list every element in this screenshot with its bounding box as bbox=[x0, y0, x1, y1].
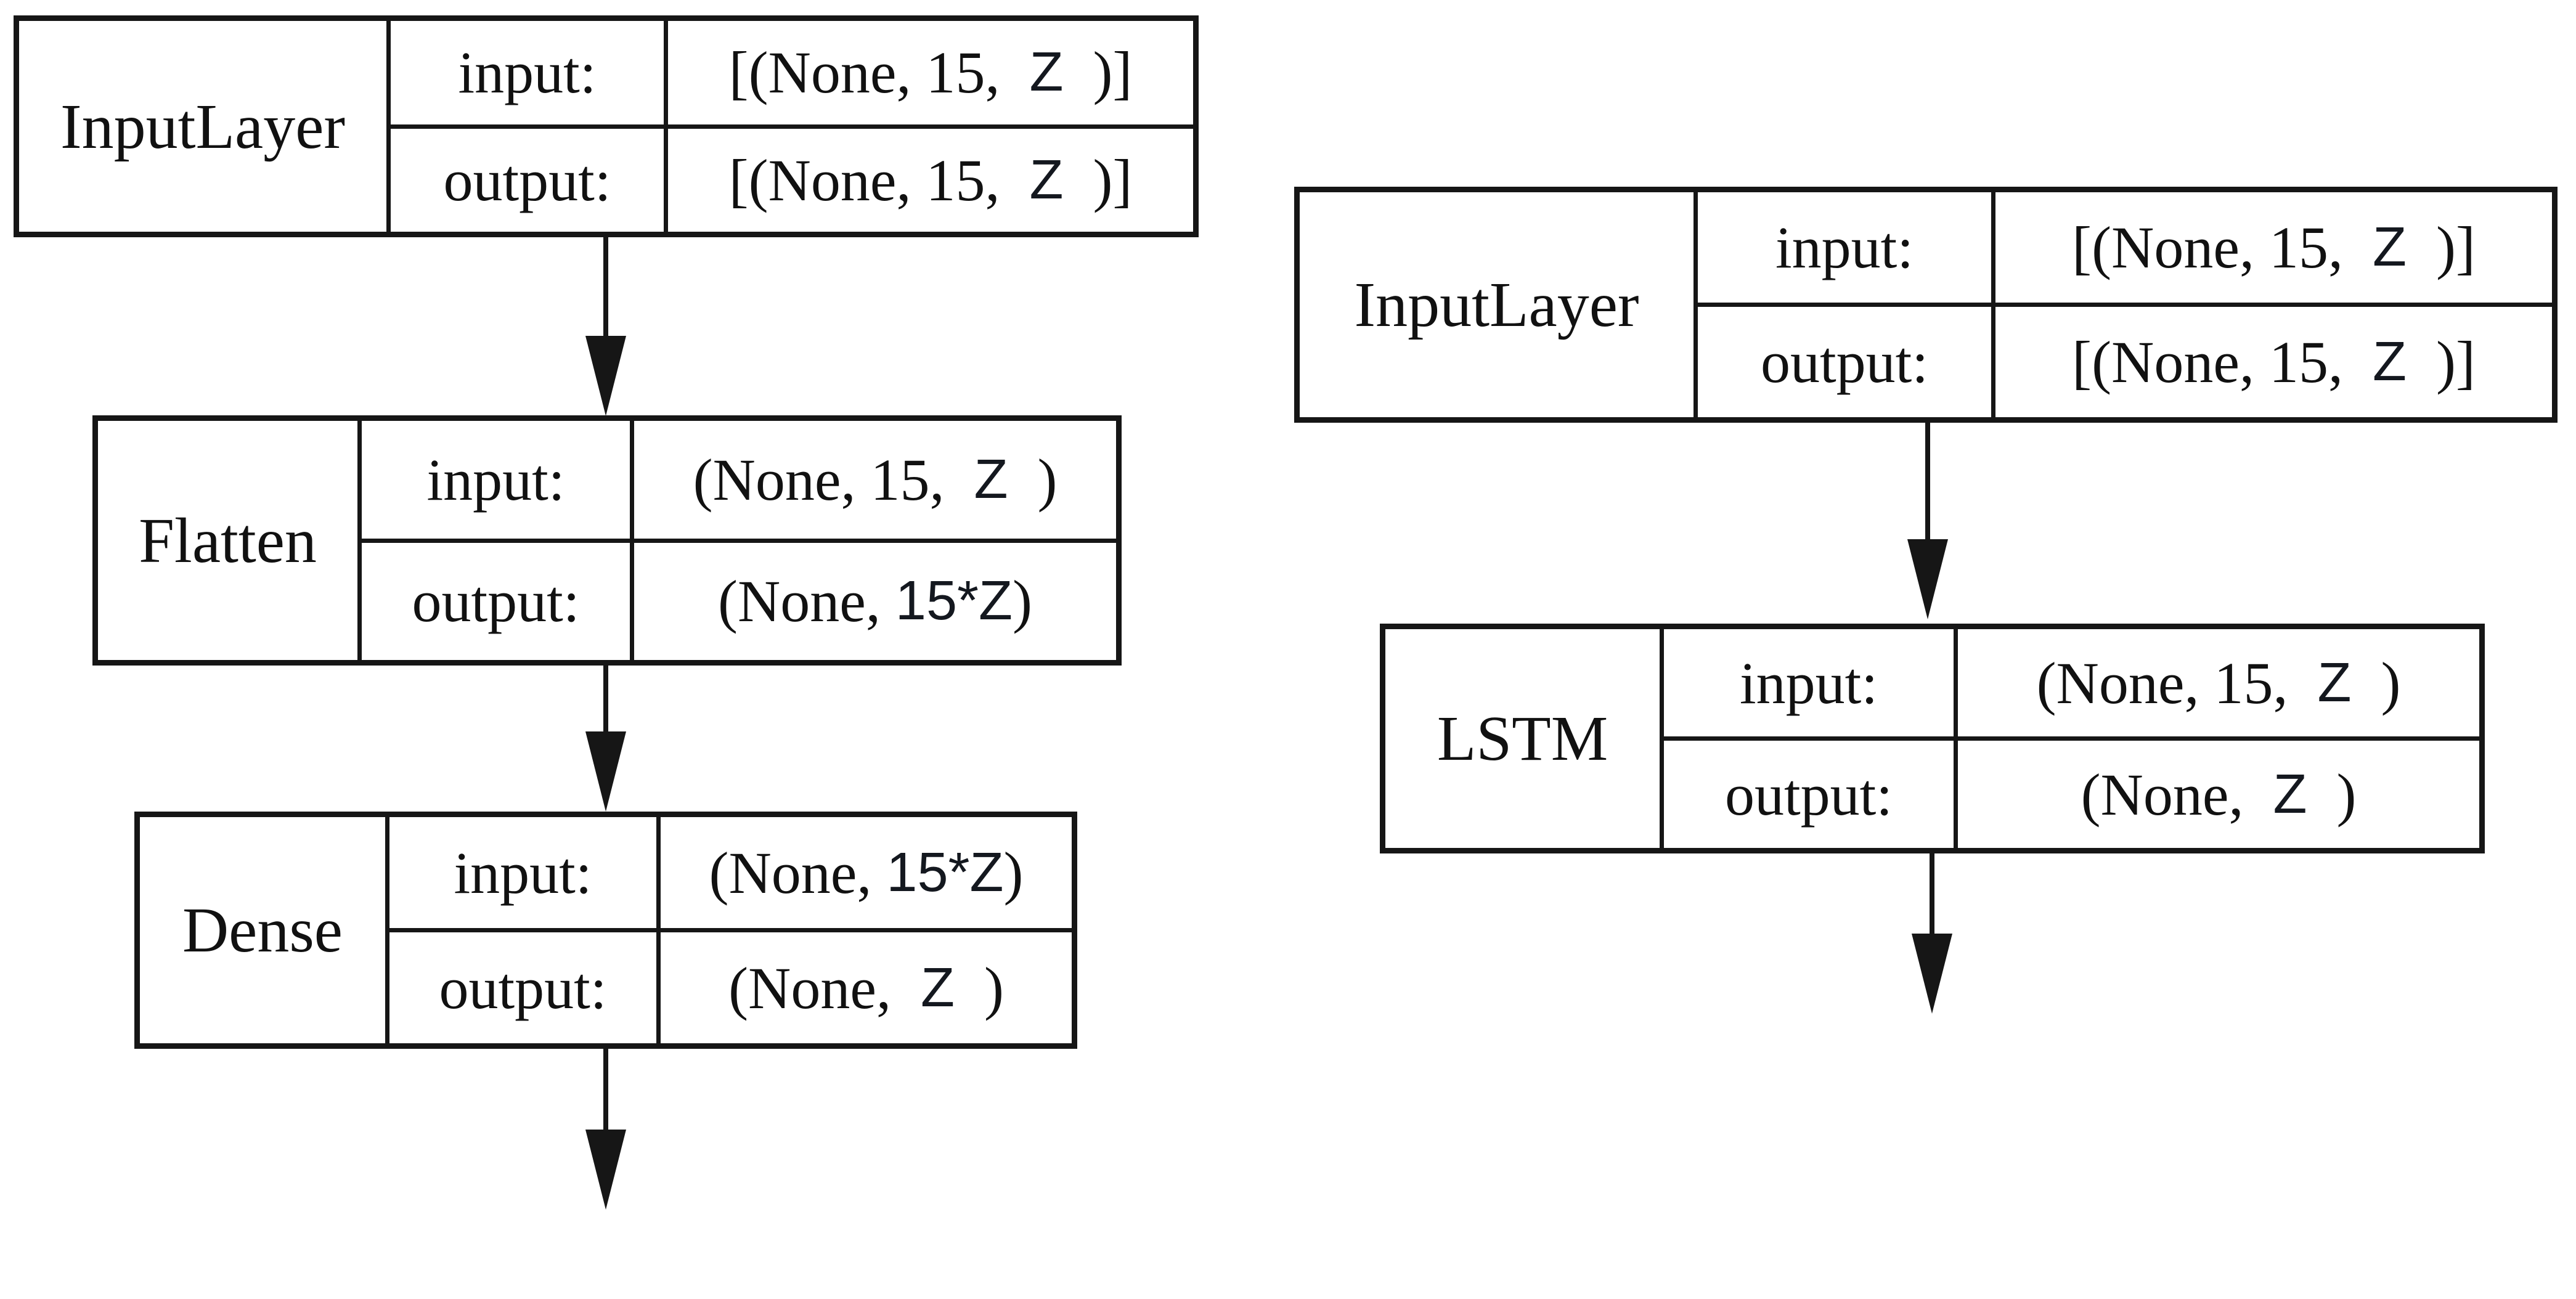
layer-name: Dense bbox=[182, 895, 343, 966]
input-shape: [(None, 15, Z )] bbox=[1995, 192, 2552, 303]
layer-box-b-inputlayer: InputLayer input: output: [(None, 15, Z … bbox=[1294, 187, 2558, 423]
shape-variable: 15*Z bbox=[895, 570, 1013, 632]
layer-name: InputLayer bbox=[60, 91, 345, 162]
arrow-head-icon bbox=[1912, 934, 1952, 1014]
layer-name-cell: InputLayer bbox=[19, 21, 391, 232]
shape-variable: Z bbox=[2372, 216, 2407, 278]
layer-name-cell: Dense bbox=[140, 817, 389, 1043]
shape-column: (None, 15*Z) (None, Z ) bbox=[661, 817, 1072, 1043]
layer-name: InputLayer bbox=[1354, 269, 1639, 340]
arrow-shaft bbox=[603, 1049, 608, 1130]
output-shape: [(None, 15, Z )] bbox=[668, 124, 1193, 232]
layer-name: LSTM bbox=[1437, 703, 1608, 774]
arrow-head-icon bbox=[585, 731, 626, 812]
shape-variable: Z bbox=[1029, 41, 1064, 104]
input-shape: (None, 15, Z ) bbox=[634, 421, 1116, 539]
shape-column: [(None, 15, Z )] [(None, 15, Z )] bbox=[668, 21, 1193, 232]
output-shape: (None, Z ) bbox=[1958, 736, 2479, 848]
shape-prefix: (None, bbox=[709, 839, 887, 906]
arrow-head-icon bbox=[585, 1130, 626, 1210]
shape-suffix: ) bbox=[2351, 650, 2401, 716]
layer-name-cell: InputLayer bbox=[1300, 192, 1698, 417]
shape-variable: Z bbox=[974, 448, 1008, 510]
layer-name-cell: LSTM bbox=[1385, 629, 1664, 848]
input-label: input: bbox=[1739, 650, 1878, 716]
output-label: output: bbox=[391, 124, 664, 232]
shape-suffix: ) bbox=[2307, 761, 2357, 828]
shape-prefix: (None, bbox=[728, 955, 921, 1021]
arrow-head-icon bbox=[1907, 539, 1948, 619]
subfigure-label-a: (a) bbox=[534, 1232, 683, 1299]
shape-variable: Z bbox=[1029, 149, 1064, 211]
layer-box-b-lstm: LSTM input: output: (None, 15, Z ) (None… bbox=[1380, 624, 2485, 853]
arrow-down-a-1 bbox=[585, 237, 626, 416]
shape-variable: Z bbox=[920, 956, 955, 1019]
arrow-shaft bbox=[1925, 423, 1930, 539]
output-label: output: bbox=[1664, 736, 1954, 848]
shape-prefix: [(None, 15, bbox=[2072, 329, 2373, 395]
subfigure-label-b: (b) bbox=[1856, 1232, 2009, 1299]
arrow-down-b-2 bbox=[1912, 853, 1952, 1014]
shape-suffix: )] bbox=[1063, 147, 1133, 213]
shape-suffix: )] bbox=[1063, 39, 1133, 106]
arrow-shaft bbox=[603, 237, 608, 336]
arrow-shaft bbox=[1930, 853, 1934, 934]
shape-suffix: ) bbox=[1008, 446, 1058, 513]
shape-column: (None, 15, Z ) (None, 15*Z) bbox=[634, 421, 1116, 660]
shape-variable: 15*Z bbox=[886, 841, 1004, 903]
shape-prefix: [(None, 15, bbox=[728, 147, 1030, 213]
shape-prefix: (None, bbox=[718, 568, 895, 635]
shape-suffix: )] bbox=[2406, 329, 2476, 395]
shape-suffix: )] bbox=[2406, 214, 2476, 280]
arrow-down-a-3 bbox=[585, 1049, 626, 1210]
shape-prefix: (None, 15, bbox=[2036, 650, 2318, 716]
input-shape: (None, 15, Z ) bbox=[1958, 629, 2479, 736]
input-label: input: bbox=[426, 446, 565, 513]
output-label: output: bbox=[362, 538, 630, 661]
input-shape: (None, 15*Z) bbox=[661, 817, 1072, 928]
shape-column: [(None, 15, Z )] [(None, 15, Z )] bbox=[1995, 192, 2552, 417]
output-label: output: bbox=[1698, 303, 1991, 417]
shape-variable: Z bbox=[2317, 651, 2352, 714]
io-label-column: input: output: bbox=[1664, 629, 1958, 848]
shape-suffix: ) bbox=[1003, 839, 1024, 906]
shape-prefix: [(None, 15, bbox=[728, 39, 1030, 106]
shape-variable: Z bbox=[2273, 763, 2307, 825]
shape-variable: Z bbox=[2372, 331, 2407, 393]
shape-column: (None, 15, Z ) (None, Z ) bbox=[1958, 629, 2479, 848]
arrow-down-a-2 bbox=[585, 666, 626, 812]
output-shape: (None, Z ) bbox=[661, 928, 1072, 1043]
arrow-head-icon bbox=[585, 336, 626, 416]
shape-prefix: (None, bbox=[2081, 761, 2273, 828]
input-shape: [(None, 15, Z )] bbox=[668, 21, 1193, 124]
input-label: input: bbox=[458, 39, 597, 106]
arrow-down-b-1 bbox=[1907, 423, 1948, 619]
output-shape: [(None, 15, Z )] bbox=[1995, 303, 2552, 417]
layer-name-cell: Flatten bbox=[98, 421, 362, 660]
io-label-column: input: output: bbox=[362, 421, 634, 660]
io-label-column: input: output: bbox=[389, 817, 661, 1043]
shape-suffix: ) bbox=[954, 955, 1004, 1021]
shape-prefix: [(None, 15, bbox=[2072, 214, 2373, 280]
shape-prefix: (None, 15, bbox=[693, 446, 974, 513]
layer-box-a-inputlayer: InputLayer input: output: [(None, 15, Z … bbox=[14, 15, 1199, 237]
output-shape: (None, 15*Z) bbox=[634, 538, 1116, 661]
arrow-shaft bbox=[603, 666, 608, 731]
layer-box-a-dense: Dense input: output: (None, 15*Z) (None,… bbox=[134, 812, 1077, 1049]
shape-suffix: ) bbox=[1013, 568, 1032, 635]
layer-name: Flatten bbox=[139, 505, 317, 576]
io-label-column: input: output: bbox=[1698, 192, 1995, 417]
input-label: input: bbox=[1775, 214, 1914, 280]
layer-box-a-flatten: Flatten input: output: (None, 15, Z ) (N… bbox=[92, 415, 1122, 666]
io-label-column: input: output: bbox=[391, 21, 668, 232]
output-label: output: bbox=[389, 928, 656, 1043]
input-label: input: bbox=[454, 839, 592, 906]
